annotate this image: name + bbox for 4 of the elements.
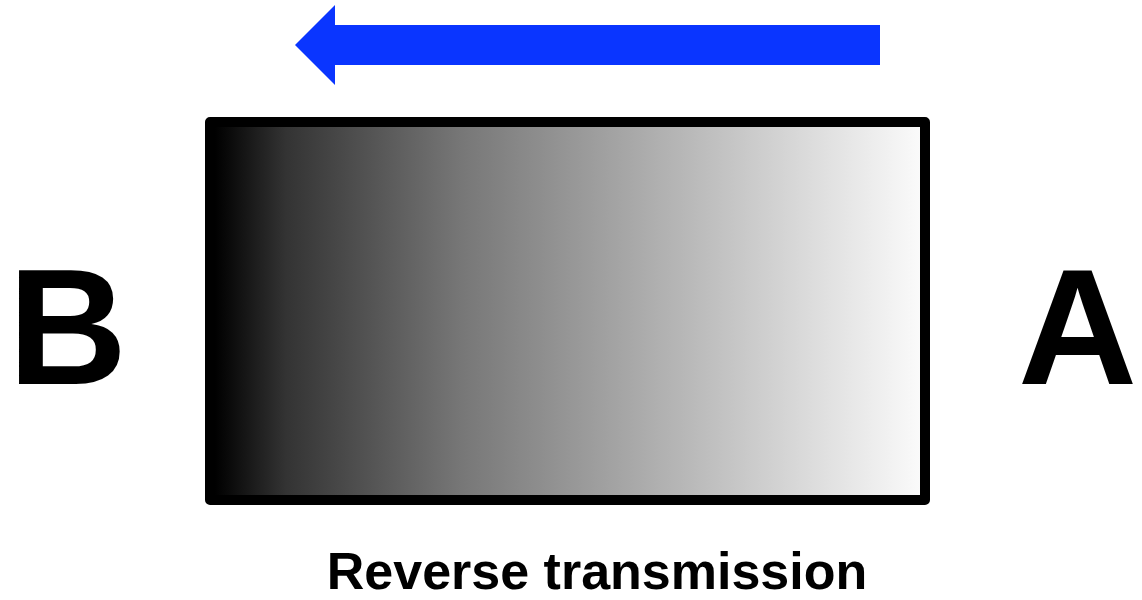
- side-label: A: [1018, 245, 1138, 410]
- gradient-box: [205, 117, 930, 505]
- side-label: B: [8, 245, 128, 410]
- caption: Reverse transmission: [326, 545, 868, 597]
